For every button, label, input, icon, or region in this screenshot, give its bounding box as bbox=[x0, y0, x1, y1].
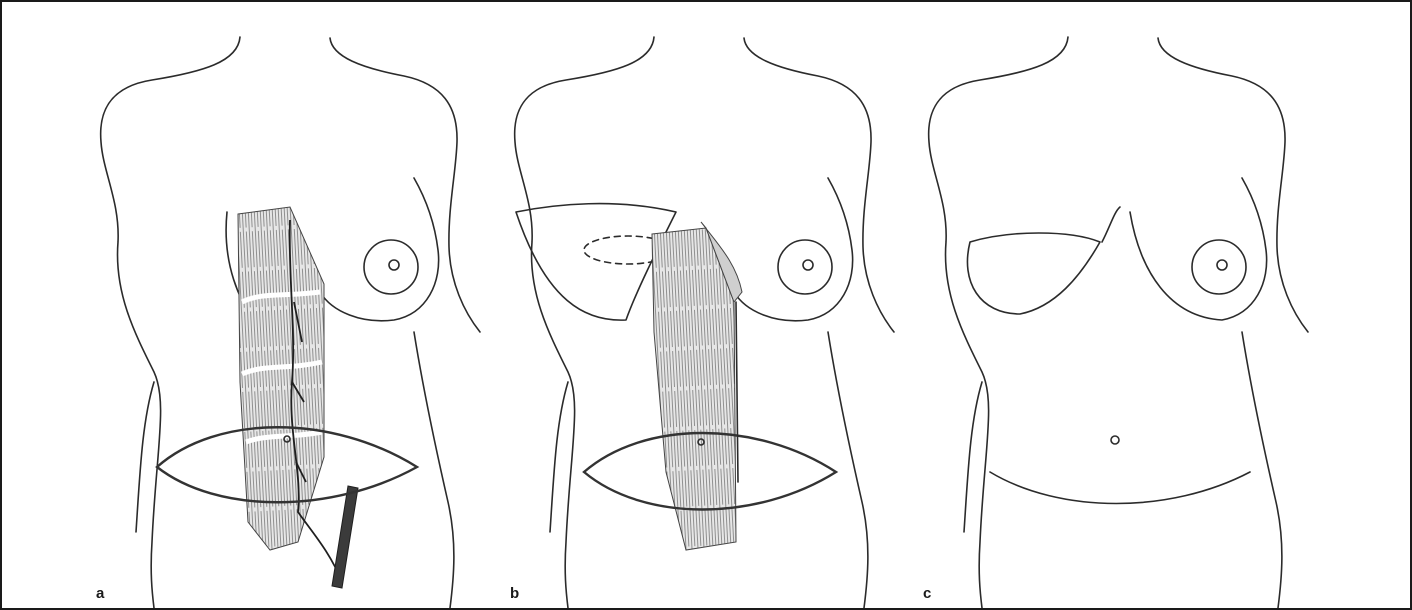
torso-outline-left bbox=[515, 37, 654, 608]
panel-label-a: a bbox=[96, 585, 104, 602]
nipple bbox=[803, 260, 813, 270]
breast-right bbox=[734, 178, 853, 321]
panel-c bbox=[929, 37, 1308, 608]
nipple bbox=[1217, 260, 1227, 270]
reconstructed-breast bbox=[967, 233, 1100, 314]
panel-b bbox=[515, 37, 894, 608]
left-arm-line bbox=[550, 382, 568, 532]
umbilicus bbox=[1111, 436, 1119, 444]
muscle-edge bbox=[736, 302, 738, 482]
left-arm-line bbox=[136, 382, 154, 532]
areola bbox=[1192, 240, 1246, 294]
torso-outline-right bbox=[330, 38, 480, 332]
torso-outline-left bbox=[101, 37, 240, 608]
panel-label-b: b bbox=[510, 585, 519, 602]
torso-outline-right bbox=[744, 38, 894, 332]
left-arm-line bbox=[964, 382, 982, 532]
areola bbox=[778, 240, 832, 294]
areola bbox=[364, 240, 418, 294]
rectus-muscle bbox=[238, 207, 324, 550]
cleavage-line bbox=[1102, 207, 1120, 242]
torso-waist-right bbox=[1242, 332, 1282, 608]
abdominal-scar bbox=[990, 472, 1250, 504]
panel-a bbox=[101, 37, 480, 608]
panel-label-c: c bbox=[923, 585, 931, 602]
torso-outline-left bbox=[929, 37, 1068, 608]
vascular-pedicle bbox=[332, 486, 358, 588]
torso-outline-right bbox=[1158, 38, 1308, 332]
nipple bbox=[389, 260, 399, 270]
torso-waist-right bbox=[414, 332, 454, 608]
breast-right bbox=[320, 178, 439, 321]
tunneled-muscle bbox=[652, 228, 736, 550]
